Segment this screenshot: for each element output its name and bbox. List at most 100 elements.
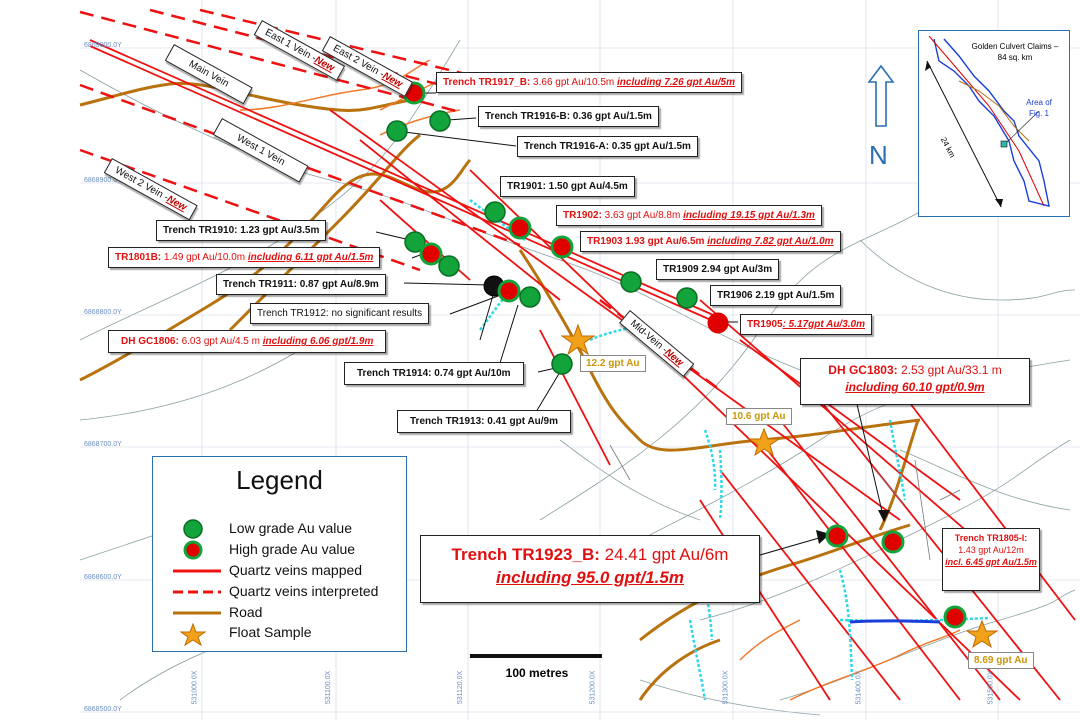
label-tr1923b-including: including 95.0 gpt/1.5m (496, 568, 684, 587)
label-tr1917b: Trench TR1917_B: 3.66 gpt Au/10.5m inclu… (436, 72, 742, 93)
grid-northing-2: 6868900.0Y (84, 177, 122, 184)
label-tr1923b: Trench TR1923_B: 24.41 gpt Au/6m includi… (420, 535, 760, 603)
legend-veins-mapped-label: Quartz veins mapped (229, 562, 363, 578)
label-tr1905: TR1905: 5.17gpt Au/3.0m (740, 314, 873, 335)
sample-dh1803[interactable] (881, 530, 905, 554)
label-tr1914: Trench TR1914: 0.74 gpt Au/10m (344, 362, 524, 385)
label-tr1912: Trench TR1912: no significant results (250, 303, 430, 324)
low-grade-icon (183, 519, 203, 539)
legend-road-label: Road (229, 604, 263, 620)
legend: Legend Low grade Au value High grade Au … (152, 456, 407, 652)
scale-bar-label: 100 metres (505, 666, 569, 680)
label-tr1805: Trench TR1805-I: 1.43 gpt Au/12m incl. 6… (942, 528, 1040, 591)
sample-tr1916b[interactable] (429, 110, 451, 132)
location-inset: Golden Culvert Claims – 84 sq. km Area o… (918, 30, 1070, 217)
sample-tr1901[interactable] (484, 201, 506, 223)
inset-map (925, 35, 1050, 208)
legend-veins-interpreted-label: Quartz veins interpreted (229, 583, 379, 599)
float-label-2: 10.6 gpt Au (726, 408, 792, 425)
sample-tr1801b[interactable] (419, 242, 443, 266)
legend-veins-interpreted: Quartz veins interpreted (173, 582, 378, 602)
grid-easting-2: 531100.0X (325, 670, 333, 705)
legend-low-grade: Low grade Au value (173, 519, 352, 539)
label-tr1805-id: Trench TR1805-I: (954, 533, 1028, 543)
label-tr1916b: Trench TR1916-B: 0.36 gpt Au/1.5m (478, 106, 659, 127)
label-tr1903-id: TR1903 (587, 236, 623, 247)
label-tr1801b-value: 1.49 gpt Au/10.0m (161, 252, 248, 263)
label-tr1801b: TR1801B: 1.49 gpt Au/10.0m including 6.1… (108, 247, 381, 268)
label-tr1801b-id: TR1801B: (115, 252, 162, 263)
sample-points (386, 81, 967, 629)
sample-tr1902[interactable] (508, 216, 532, 240)
sample-tr1805[interactable] (943, 605, 967, 629)
sample-tr1801b-2[interactable] (438, 255, 460, 277)
label-tr1903-including: including 7.82 gpt Au/1.0m (707, 236, 834, 247)
sample-tr1909[interactable] (620, 271, 642, 293)
sample-tr1923b[interactable] (825, 524, 849, 548)
float-star-8-69[interactable] (965, 619, 999, 649)
float-star-12-2[interactable] (560, 323, 596, 356)
sample-tr1903[interactable] (550, 235, 574, 259)
grid-northing-6: 6868500.0Y (84, 706, 122, 713)
label-dh1803-id: DH GC1803: (828, 363, 898, 377)
legend-road: Road (173, 603, 262, 623)
label-tr1905-value: : 5.17gpt Au/3.0m (782, 319, 866, 330)
grid-easting-1: 531000.0X (191, 670, 199, 705)
sample-tr1913[interactable] (551, 353, 573, 375)
sample-tr1910[interactable] (404, 231, 426, 253)
label-tr1911: Trench TR1911: 0.87 gpt Au/8.9m (216, 274, 386, 295)
label-tr1801b-including: including 6.11 gpt Au/1.5m (247, 252, 374, 263)
label-tr1917b-value: 3.66 gpt Au/10.5m (530, 77, 617, 88)
grid-easting-6: 531400.0X (855, 670, 863, 705)
float-label-3: 8.69 gpt Au (968, 652, 1034, 669)
label-tr1913: Trench TR1913: 0.41 gpt Au/9m (397, 410, 572, 433)
legend-high-grade: High grade Au value (173, 540, 355, 560)
label-dh1806-including: including 6.06 gpt/1.9m (262, 336, 374, 347)
label-tr1910: Trench TR1910: 1.23 gpt Au/3.5m (156, 220, 327, 241)
label-dh1803-line1: DH GC1803: 2.53 gpt Au/33.1 m (801, 362, 1029, 379)
float-star-10-6[interactable] (747, 427, 781, 457)
label-tr1909: TR1909 2.94 gpt Au/3m (656, 259, 780, 280)
sample-tr1905[interactable] (707, 312, 729, 334)
scale-bar: 100 metres (470, 650, 604, 690)
sample-tr1906[interactable] (676, 287, 698, 309)
grid-easting-7: 531500.0X (987, 670, 995, 705)
north-arrow: N (866, 64, 896, 174)
label-tr1902-value: 3.63 gpt Au/8.8m (601, 210, 684, 221)
label-tr1905-id: TR1905 (747, 319, 783, 330)
label-tr1902: TR1902: 3.63 gpt Au/8.8m including 19.15… (556, 205, 822, 226)
sample-dh1806[interactable] (497, 279, 521, 303)
label-tr1902-including: including 19.15 gpt Au/1.3m (683, 210, 815, 221)
grid-easting-5: 531300.0X (722, 670, 730, 705)
legend-veins-mapped: Quartz veins mapped (173, 561, 362, 581)
sample-tr1912[interactable] (519, 286, 541, 308)
label-tr1916a: Trench TR1916-A: 0.35 gpt Au/1.5m (517, 136, 698, 157)
grid-northing-4: 6868700.0Y (84, 441, 122, 448)
label-tr1906: TR1906 2.19 gpt Au/1.5m (710, 285, 842, 306)
drill-traces (609, 444, 961, 561)
float-stars (560, 323, 999, 649)
scale-bar-line (470, 654, 602, 658)
label-tr1805-including: incl. 6.45 gpt Au/1.5m (945, 557, 1037, 567)
label-dh1803-value: 2.53 gpt Au/33.1 m (897, 363, 1002, 377)
label-tr1917b-id: Trench TR1917_B: (443, 77, 531, 88)
label-tr1903: TR1903 1.93 gpt Au/6.5m including 7.82 g… (580, 231, 841, 252)
label-tr1923b-value: 24.41 gpt Au/6m (599, 545, 729, 564)
grid-northing-3: 6868800.0Y (84, 309, 122, 316)
sample-tr1916a[interactable] (386, 120, 408, 142)
grid-northing-1: 6869000.0Y (84, 42, 122, 49)
label-dh1806-id: DH GC1806: (121, 336, 179, 347)
blue-trench (849, 619, 941, 624)
grid-northing-5: 6868600.0Y (84, 574, 122, 581)
inset-title: Golden Culvert Claims – 84 sq. km (971, 42, 1059, 62)
label-tr1923b-line1: Trench TR1923_B: 24.41 gpt Au/6m (421, 545, 759, 565)
legend-high-grade-label: High grade Au value (229, 541, 356, 557)
grid-easting-3: 531120.0X (457, 670, 465, 705)
north-arrow-icon (867, 64, 895, 127)
label-tr1805-value: 1.43 gpt Au/12m (958, 545, 1024, 555)
label-tr1903-value: 1.93 gpt Au/6.5m (622, 236, 708, 247)
high-grade-icon (183, 540, 203, 560)
label-tr1917b-including: including 7.26 gpt Au/5m (617, 77, 735, 88)
label-tr1901: TR1901: 1.50 gpt Au/4.5m (500, 176, 635, 197)
float-label-1: 12.2 gpt Au (580, 355, 646, 372)
